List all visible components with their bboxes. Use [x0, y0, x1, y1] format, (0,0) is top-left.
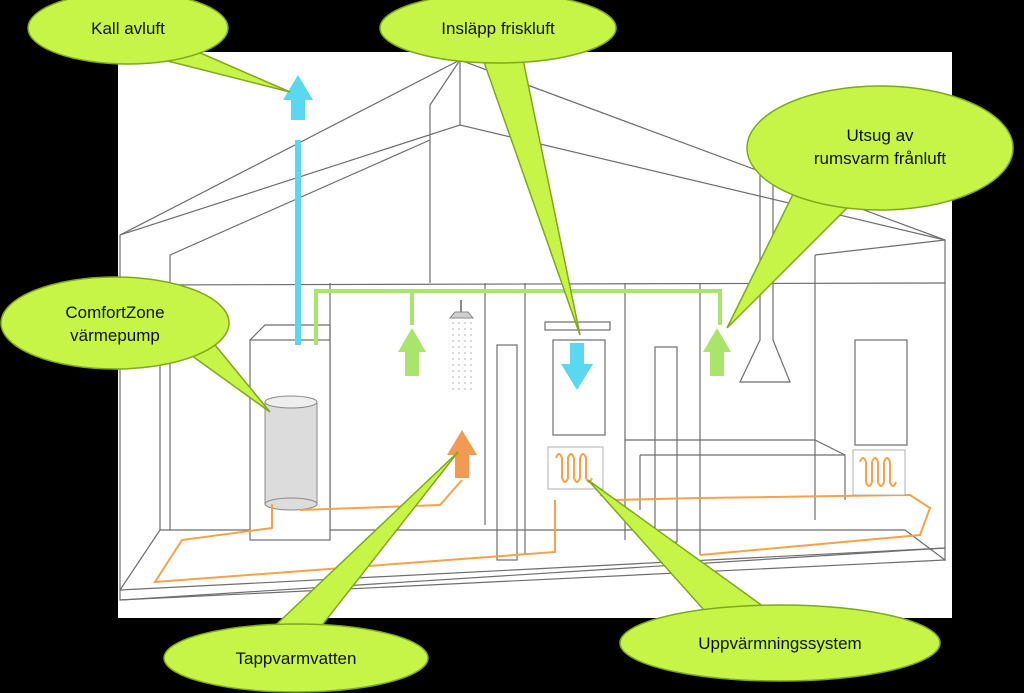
air-ducts [314, 289, 722, 345]
label-utsug-2: rumsvarm frånluft [814, 149, 947, 168]
label-comfortzone-1: ComfortZone [65, 303, 164, 322]
callout-tappvarmvatten: Tappvarmvatten [163, 451, 459, 693]
callout-comfortzone: ComfortZone värmepump [0, 276, 271, 413]
shower-icon [448, 300, 475, 392]
label-uppvarmningssystem: Uppvärmningssystem [698, 634, 861, 653]
label-comfortzone-2: värmepump [70, 326, 160, 345]
callout-inslapp-friskluft: Insläpp friskluft [379, 0, 617, 336]
kitchen-hood-icon [739, 165, 791, 383]
callout-utsug: Utsug av rumsvarm frånluft [726, 85, 1014, 329]
cold-exhaust-duct [283, 75, 313, 345]
label-utsug-1: Utsug av [846, 126, 914, 145]
fresh-air-arrow [561, 343, 593, 390]
heat-pump-tank-icon [264, 395, 318, 511]
callout-kall-avluft: Kall avluft [27, 0, 291, 93]
hot-water-arrow [447, 430, 477, 478]
supply-arrow-2 [703, 328, 731, 376]
label-tappvarmvatten: Tappvarmvatten [236, 649, 357, 668]
label-kall-avluft: Kall avluft [91, 19, 165, 38]
radiator-icon [547, 446, 604, 490]
label-inslapp-friskluft: Insläpp friskluft [441, 19, 555, 38]
heat-pump-unit [249, 324, 331, 541]
callout-uppvarmningssystem: Uppvärmningssystem [587, 479, 941, 682]
radiator-icon-2 [852, 449, 906, 496]
supply-arrow-1 [398, 328, 426, 376]
